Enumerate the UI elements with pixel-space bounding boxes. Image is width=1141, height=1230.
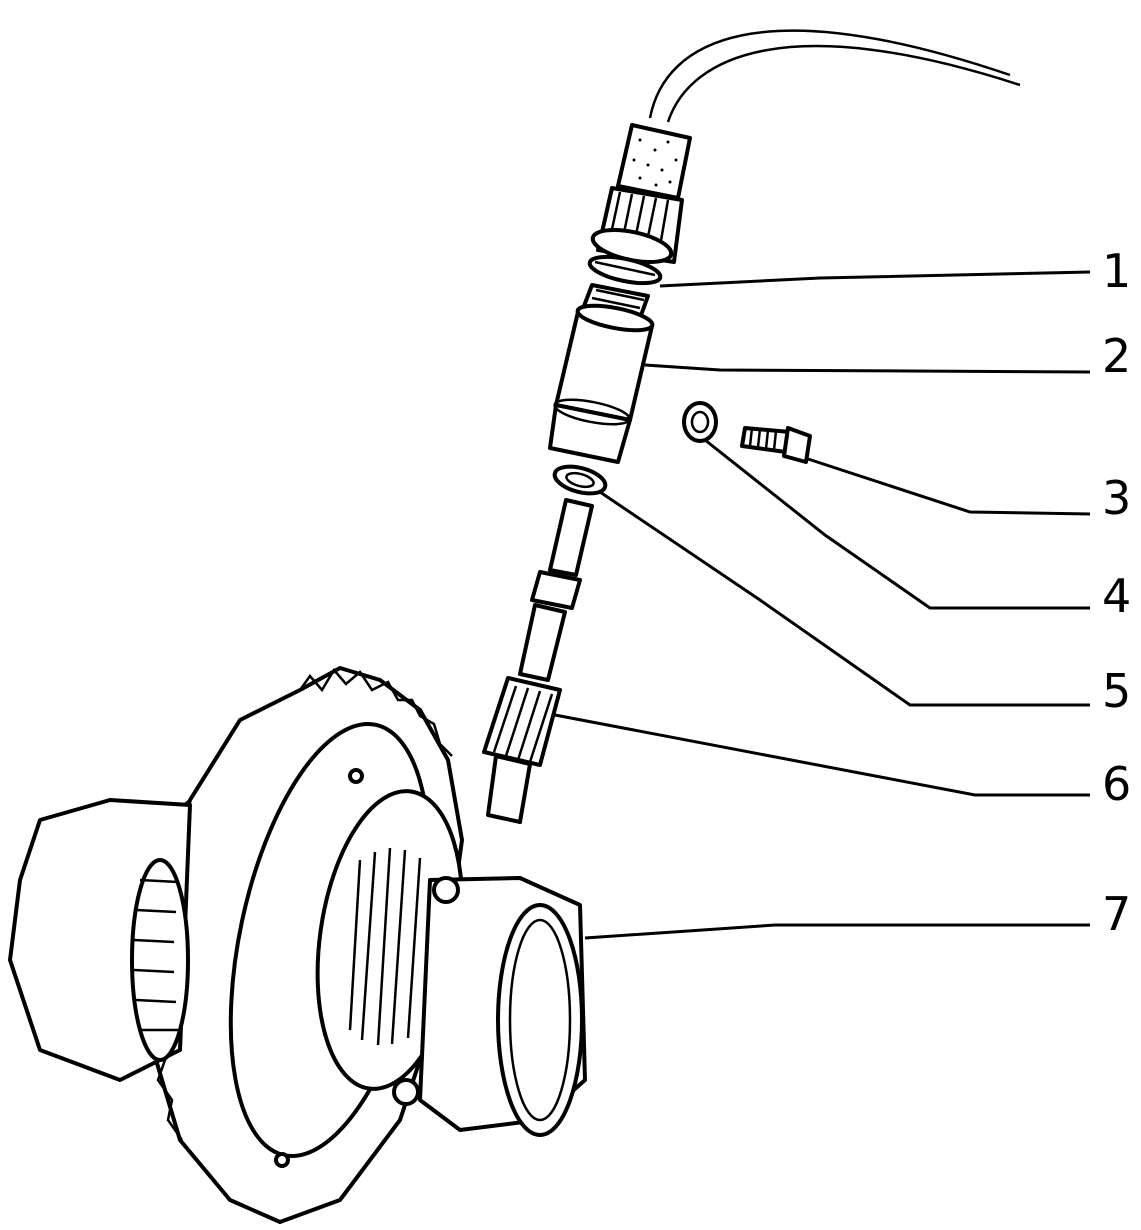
leader-line-1 bbox=[659, 270, 1091, 288]
leader-line-3 bbox=[804, 456, 1091, 516]
leader-line-4 bbox=[704, 438, 1090, 610]
callout-2: 2 bbox=[1102, 329, 1131, 383]
callout-7: 7 bbox=[1102, 887, 1131, 941]
leader-line-5 bbox=[599, 490, 1090, 707]
callout-1: 1 bbox=[1102, 244, 1131, 298]
callout-4: 4 bbox=[1102, 569, 1131, 623]
part-1-ring bbox=[587, 254, 663, 286]
cable-end-fitting bbox=[590, 123, 692, 265]
speedometer-cable bbox=[648, 29, 1021, 123]
part-5-seal bbox=[552, 464, 608, 496]
leader-line-7 bbox=[584, 923, 1090, 940]
leader-line-2 bbox=[644, 363, 1091, 374]
callout-3: 3 bbox=[1102, 471, 1131, 525]
leader-lines bbox=[554, 270, 1091, 940]
leader-line-6 bbox=[554, 713, 1090, 797]
callout-5: 5 bbox=[1102, 664, 1131, 718]
part-4-washer bbox=[682, 401, 718, 443]
part-2-sleeve bbox=[548, 283, 655, 464]
part-6-pinion-shaft bbox=[482, 498, 594, 824]
part-3-screw bbox=[740, 426, 812, 464]
callout-numbers: 1 2 3 4 5 6 7 bbox=[1102, 244, 1131, 941]
part-7-differential bbox=[8, 666, 587, 1224]
callout-6: 6 bbox=[1102, 757, 1131, 811]
